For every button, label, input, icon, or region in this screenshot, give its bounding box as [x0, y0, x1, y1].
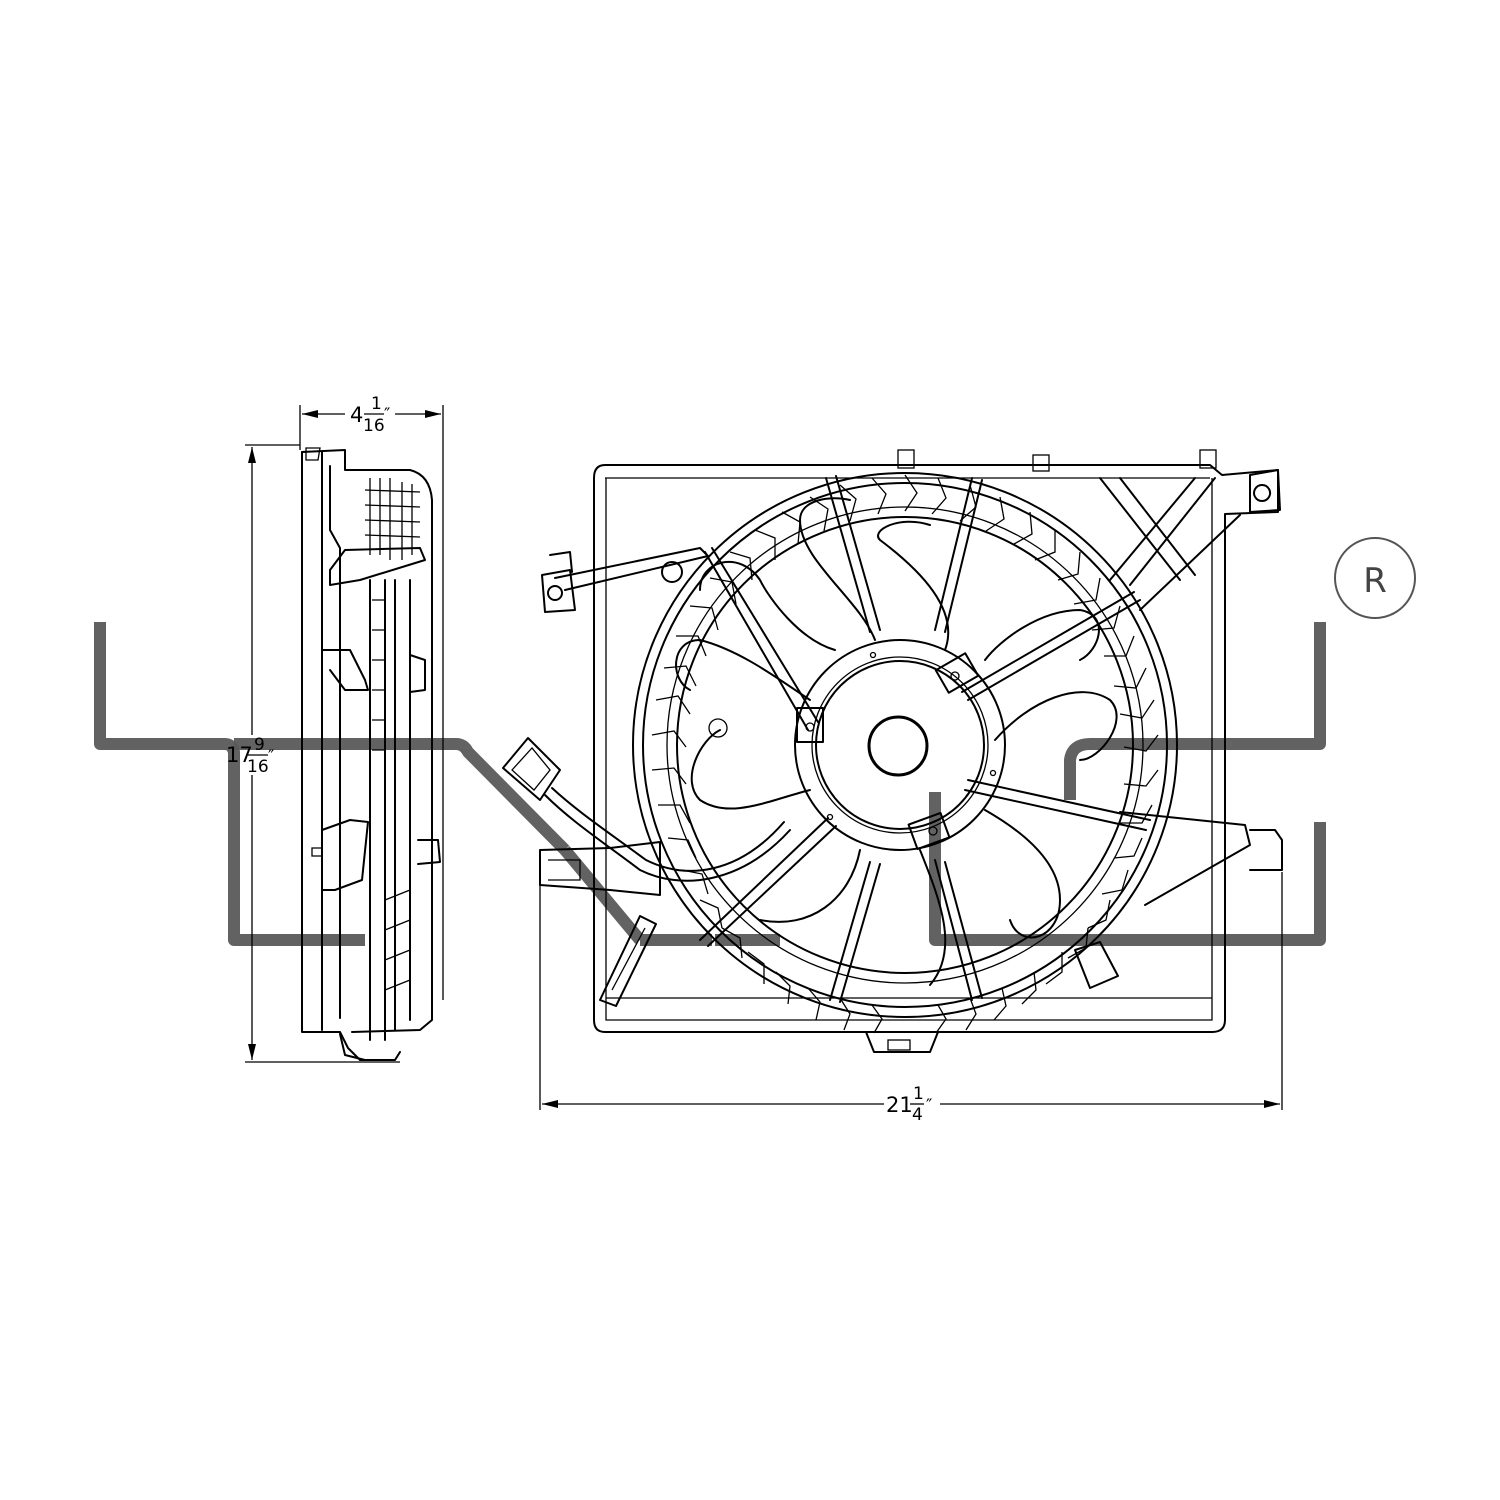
depth-denominator: 16 [363, 416, 385, 436]
wire-harness [502, 718, 791, 882]
fan-shroud-ring [632, 472, 1178, 1034]
height-unit: ″ [268, 747, 274, 767]
width-denominator: 4 [912, 1105, 923, 1125]
depth-numerator: 1 [371, 394, 382, 414]
dimension-width: 21 1 4 ″ [539, 858, 1283, 1125]
tyc-watermark [90, 622, 1330, 946]
registered-mark: R [1334, 537, 1416, 619]
fan-struts [699, 475, 1151, 1003]
depth-whole: 4 [350, 403, 363, 427]
width-whole: 21 [886, 1093, 913, 1117]
front-view [502, 449, 1283, 1053]
fan-blades [675, 497, 1118, 986]
dimension-depth: 4 1 16 ″ [299, 394, 444, 1000]
height-denominator: 16 [247, 757, 269, 777]
depth-unit: ″ [384, 405, 390, 425]
side-view [301, 447, 441, 1061]
top-clips [897, 449, 1217, 472]
width-numerator: 1 [913, 1084, 924, 1104]
height-numerator: 9 [254, 735, 265, 755]
width-unit: ″ [926, 1096, 932, 1116]
registered-symbol: R [1363, 561, 1387, 601]
dimension-height: 17 9 16 ″ [226, 444, 400, 1063]
fan-hub [794, 639, 1006, 851]
